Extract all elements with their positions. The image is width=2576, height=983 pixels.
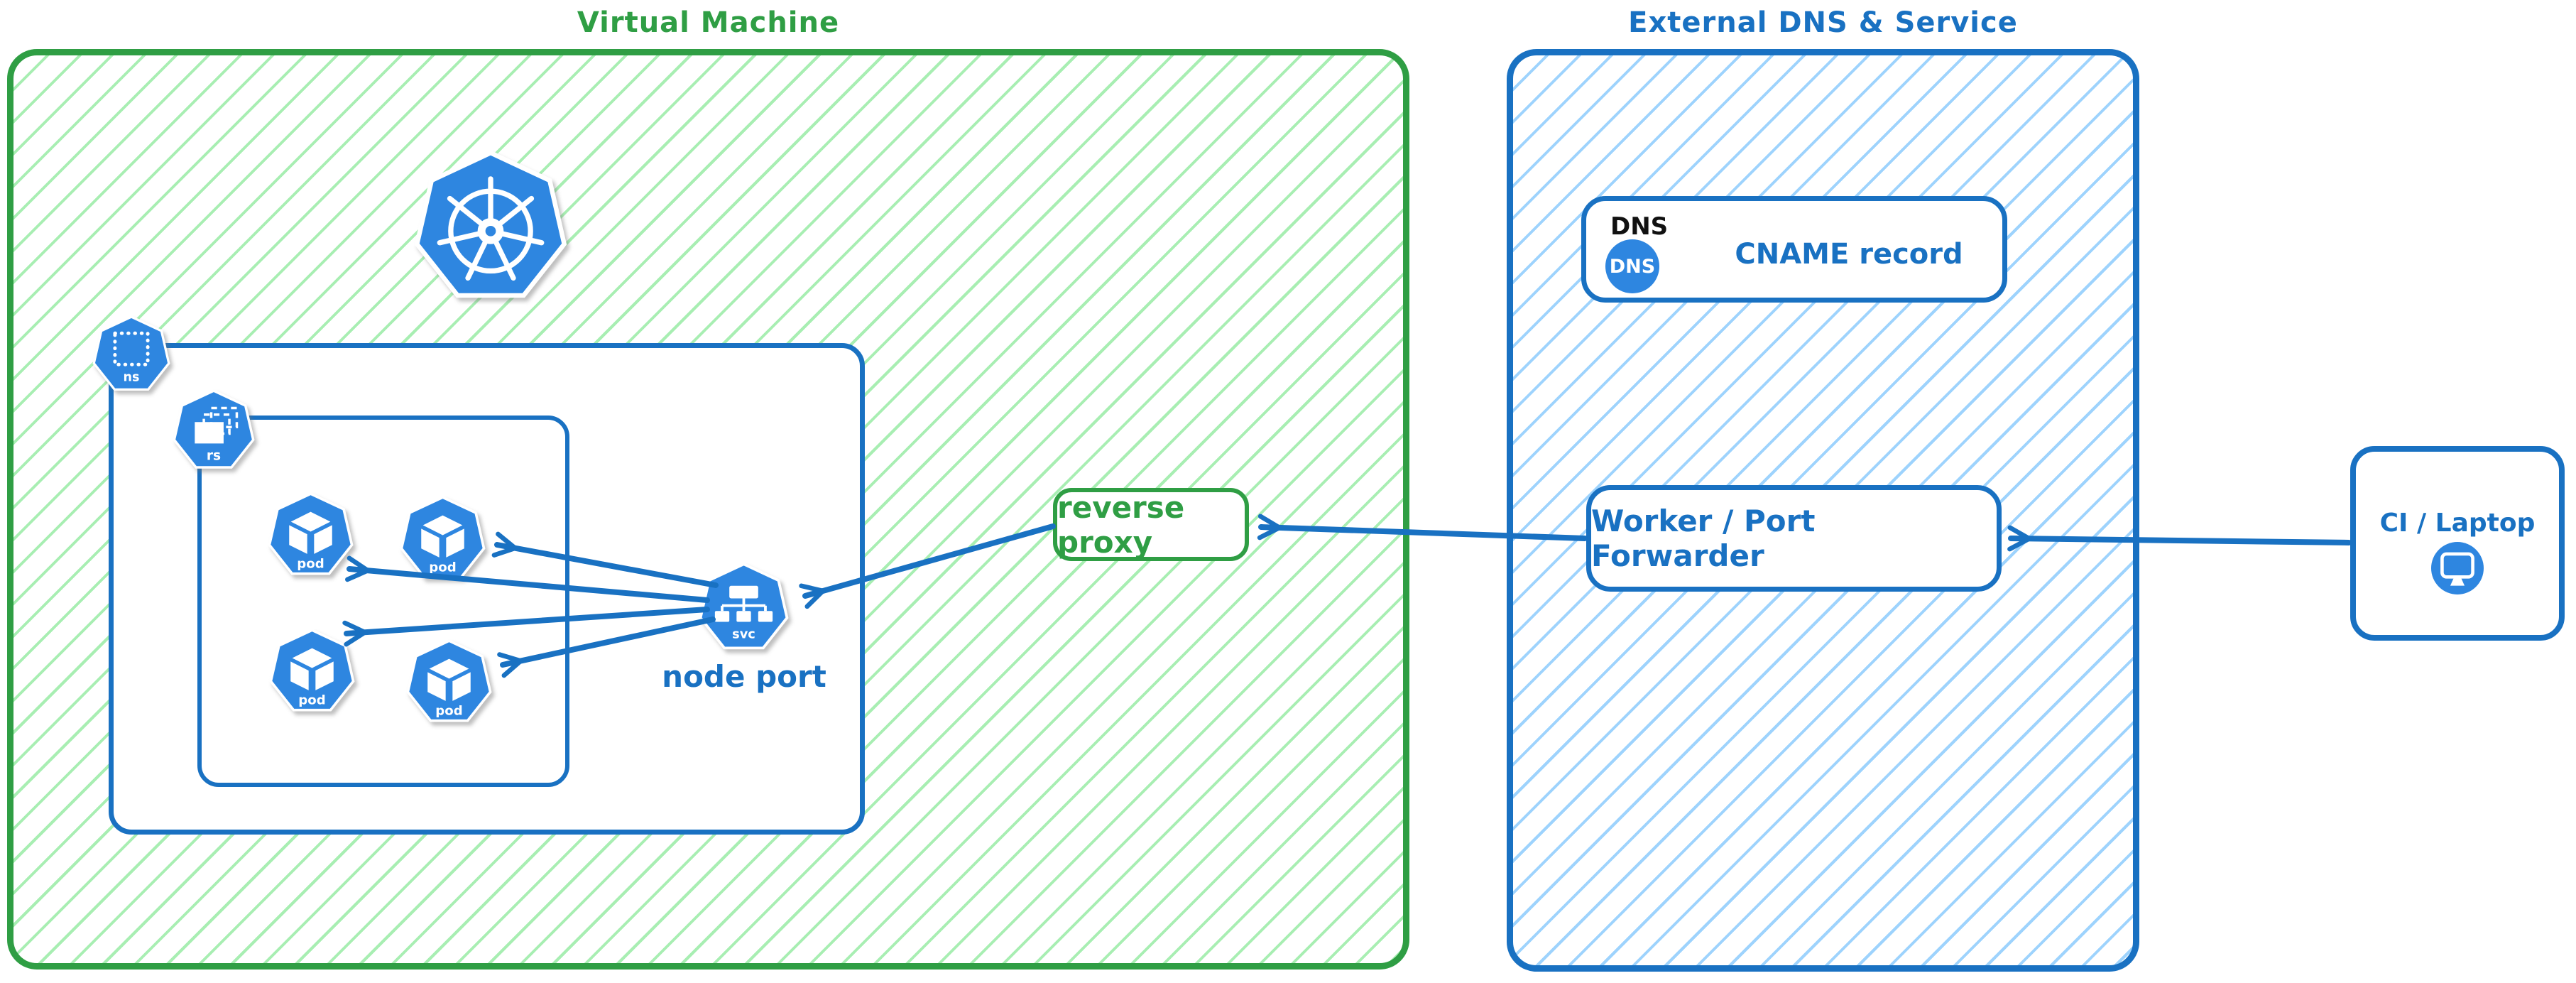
service-icon-label: svc [732,627,755,641]
arrow-svc-to-pod-1 [345,555,710,603]
namespace-icon: ns [92,316,170,394]
arrow-svc-to-pod-3 [342,607,710,647]
namespace-icon-label: ns [124,370,140,384]
pod-icon-label: pod [297,556,324,571]
vm-group-title: Virtual Machine [577,6,840,39]
arrow-proxy-to-svc [799,523,1056,609]
kubernetes-logo-icon [414,151,567,305]
arrow-ci-to-worker [2007,525,2352,552]
pod-icon: pod [268,493,354,579]
pod-icon: pod [406,640,492,726]
dns-icon: DNS [1605,239,1659,293]
pod-icon-label: pod [429,560,456,575]
reverse-proxy-box: reverse proxy [1053,488,1249,561]
ci-laptop-box: CI / Laptop [2350,446,2565,641]
reverse-proxy-label: reverse proxy [1057,489,1185,560]
dns-icon-label: DNS [1609,255,1656,278]
pod-icon-label: pod [435,703,462,718]
arrow-svc-to-pod-4 [497,617,716,678]
replicaset-icon-label: rs [207,449,221,464]
replicaset-boundary-box [197,416,569,787]
ci-laptop-label: CI / Laptop [2379,509,2536,538]
pod-icon: pod [269,629,355,715]
pod-icon: pod [400,496,486,582]
worker-port-forwarder-label: Worker / Port Forwarder [1591,504,1816,573]
service-icon: svc [699,563,789,653]
node-port-label: node port [662,659,826,694]
external-group-title: External DNS & Service [1628,6,2018,39]
dns-tag-label: DNS [1610,212,1669,241]
dns-record-box: DNS DNS CNAME record [1581,196,2007,303]
replicaset-icon: rs [173,390,255,472]
arrow-worker-to-proxy [1257,514,1588,541]
worker-port-forwarder-box: Worker / Port Forwarder [1586,485,2002,592]
cname-record-label: CNAME record [1735,238,1963,271]
monitor-icon [2431,542,2484,594]
arrow-svc-to-pod-2 [491,531,719,588]
pod-icon-label: pod [298,693,325,707]
